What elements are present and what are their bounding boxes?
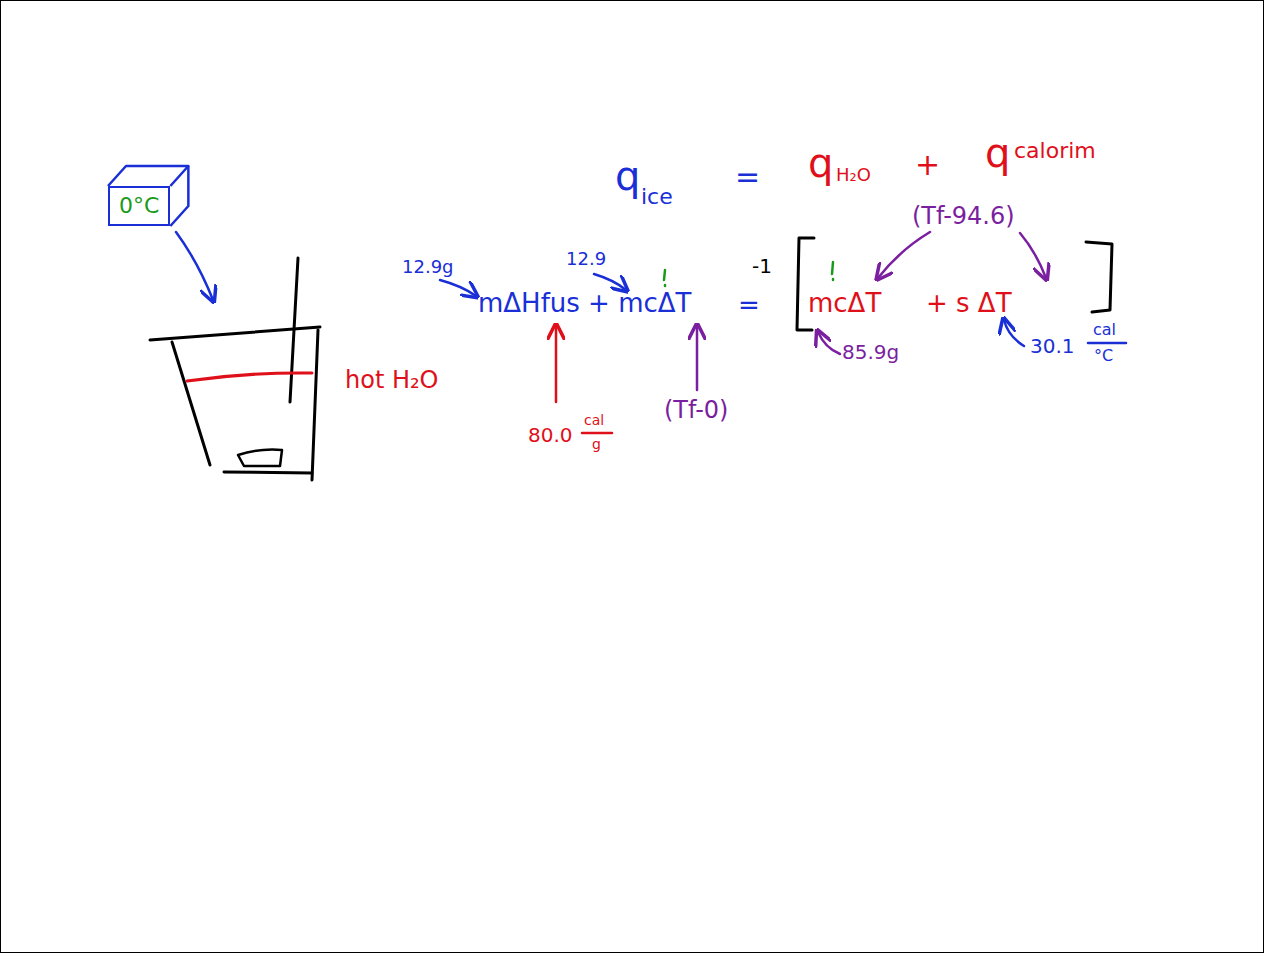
beaker-wall [172, 342, 210, 465]
ice-in-beaker [238, 450, 282, 466]
subscript: H₂O [836, 166, 871, 184]
unit: °C [1094, 348, 1113, 364]
operator: = [735, 162, 760, 192]
fraction-bar [582, 432, 612, 435]
cube-face [170, 166, 188, 226]
beaker-bottom [224, 472, 312, 473]
leader-arrow [818, 332, 840, 354]
operator: = [738, 292, 760, 318]
quantity-symbol: q [808, 143, 833, 183]
thermometer [290, 258, 298, 402]
ice-cube: 0°C [108, 186, 170, 226]
coefficient: -1 [752, 256, 772, 276]
temperature-label: 0°C [119, 195, 159, 217]
tick-mark [832, 262, 833, 280]
cube-face [108, 166, 188, 186]
leader-arrow [555, 326, 558, 402]
expression: (Tf-94.6) [912, 204, 1015, 228]
bracket [797, 238, 814, 330]
unit: cal [1093, 322, 1116, 338]
unit: cal [584, 413, 604, 427]
value-note: 30.1 [1030, 336, 1075, 356]
quantity-symbol: q [615, 156, 640, 196]
unit: g [592, 437, 601, 451]
leader-arrow [878, 232, 930, 278]
value-note: 80.0 [528, 425, 573, 445]
water-level [187, 373, 312, 381]
value-note: 12.9 [566, 250, 606, 268]
leader-arrow [594, 274, 626, 290]
subscript: calorim [1014, 140, 1096, 162]
leader-arrow [1020, 233, 1046, 278]
fraction-bar [1088, 342, 1126, 345]
operator: + [915, 150, 940, 180]
equation-term: + s ΔT [926, 290, 1012, 316]
equation-term: mcΔT [808, 290, 881, 316]
equation-term: mΔHfus + mcΔT [478, 290, 691, 316]
beaker-wall [312, 330, 318, 480]
leader-arrow [440, 280, 476, 296]
bracket [1086, 242, 1112, 312]
label: hot H₂O [345, 368, 439, 392]
tick-mark [664, 270, 665, 286]
drop-arrow [176, 232, 213, 300]
subscript: ice [641, 186, 673, 208]
value-note: 85.9g [842, 342, 899, 362]
quantity-symbol: q [985, 133, 1010, 173]
expression: (Tf-0) [664, 398, 728, 422]
value-note: 12.9g [402, 258, 454, 276]
leader-arrow [1004, 320, 1024, 346]
leader-arrow [696, 326, 699, 390]
